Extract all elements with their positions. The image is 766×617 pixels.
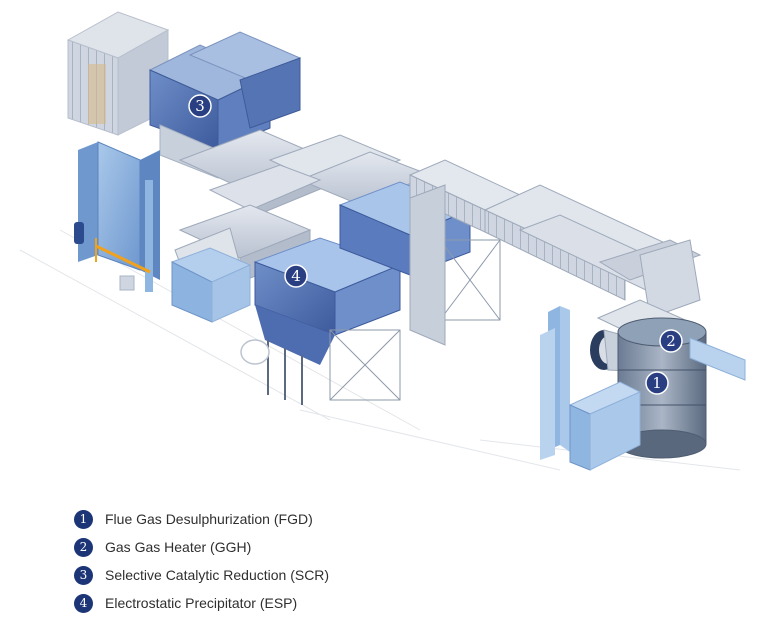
- legend-number-2: 2: [74, 537, 93, 557]
- legend-label-esp: Electrostatic Precipitator (ESP): [105, 595, 298, 611]
- scr-unit: [66, 11, 302, 179]
- svg-text:2: 2: [666, 332, 676, 350]
- legend-item-fgd: 1 Flue Gas Desulphurization (FGD): [74, 505, 494, 533]
- lower-right-ducts: [540, 306, 642, 471]
- marker-3: 3: [188, 94, 212, 118]
- left-tower: [74, 141, 160, 292]
- legend-number-3: 3: [74, 565, 93, 585]
- steel-frames: [329, 239, 501, 401]
- legend-number-4: 4: [74, 593, 93, 613]
- legend-number-1: 1: [74, 509, 93, 529]
- marker-2: 2: [659, 329, 683, 353]
- elevated-duct: [408, 159, 702, 346]
- marker-4: 4: [284, 264, 308, 288]
- svg-text:1: 1: [652, 374, 662, 392]
- svg-text:3: 3: [195, 97, 205, 115]
- svg-text:4: 4: [291, 267, 301, 285]
- lower-left-ducts: [119, 247, 252, 323]
- legend-item-esp: 4 Electrostatic Precipitator (ESP): [74, 589, 494, 617]
- marker-1: 1: [645, 371, 669, 395]
- legend-label-scr: Selective Catalytic Reduction (SCR): [105, 567, 330, 583]
- legend-item-ggh: 2 Gas Gas Heater (GGH): [74, 533, 494, 561]
- legend-label-ggh: Gas Gas Heater (GGH): [105, 539, 252, 555]
- legend-label-fgd: Flue Gas Desulphurization (FGD): [105, 511, 313, 527]
- plant-illustration: 1 2 3 4: [19, 11, 746, 471]
- legend-item-scr: 3 Selective Catalytic Reduction (SCR): [74, 561, 494, 589]
- legend: 1 Flue Gas Desulphurization (FGD) 2 Gas …: [74, 505, 494, 617]
